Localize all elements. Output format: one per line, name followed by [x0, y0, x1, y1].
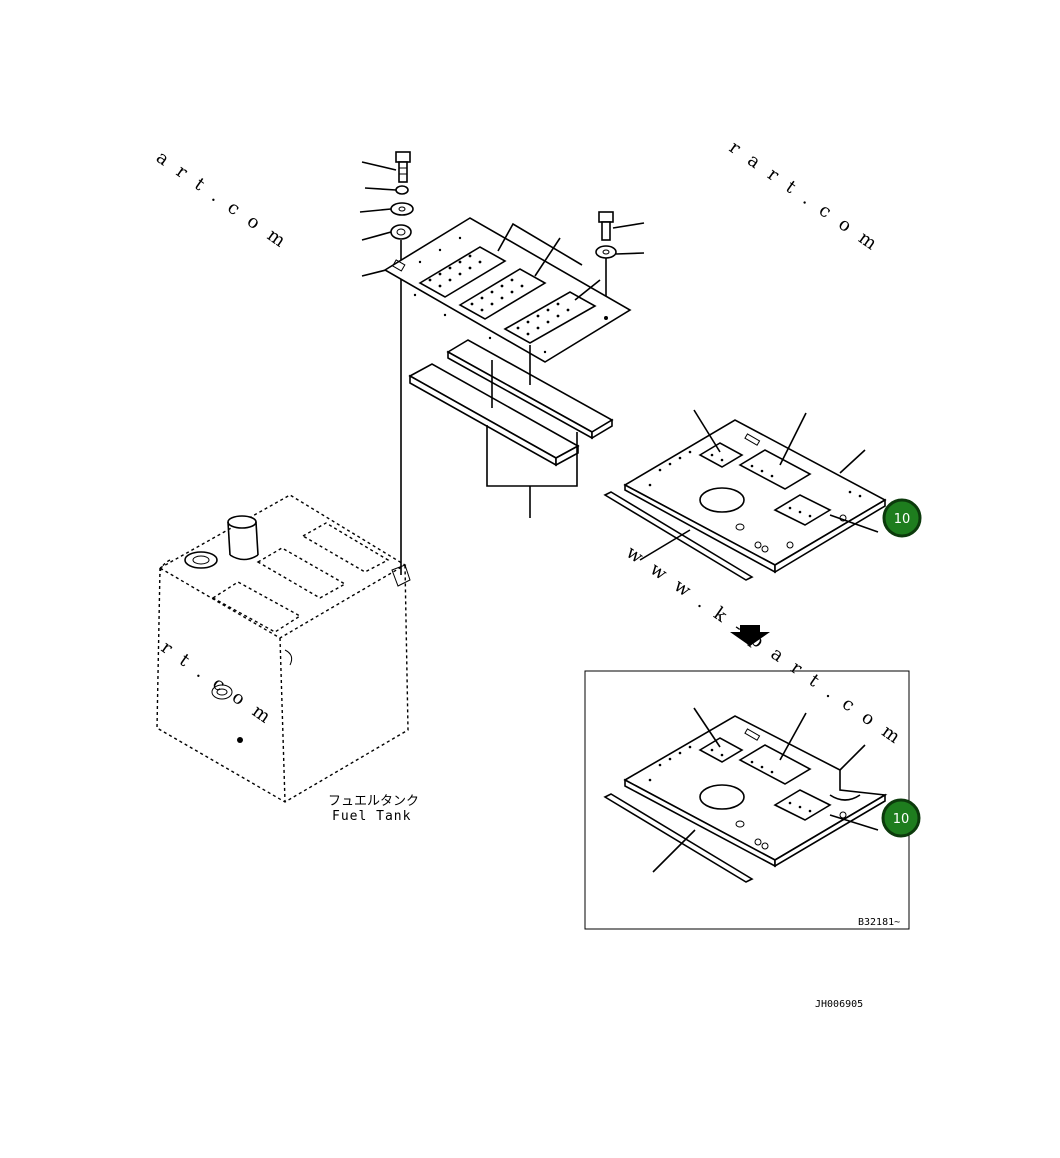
- cover-plate-top: [361, 217, 632, 363]
- washer-left: [359, 202, 414, 216]
- down-arrow-icon: [730, 625, 770, 646]
- rubber-strip-upper: [446, 339, 614, 440]
- bolt-right: [598, 211, 645, 241]
- strip-bracket: [486, 345, 578, 518]
- lock-washer-left: [364, 185, 409, 195]
- svg-text:r t . c o m: r t . c o m: [157, 637, 277, 730]
- spacer-left: [361, 224, 412, 241]
- part-callout-10-top[interactable]: 10: [882, 498, 922, 538]
- inset-code: B32181~: [858, 917, 900, 928]
- svg-text:w w w . k - p a r t . c o m: w w w . k - p a r t . c o m: [622, 542, 907, 750]
- drawing-code: JH006905: [815, 999, 863, 1010]
- svg-text:r a r t . c o m: r a r t . c o m: [725, 137, 884, 257]
- part-callout-10-inset[interactable]: 10: [881, 798, 921, 838]
- callout-number: 10: [893, 812, 910, 827]
- inset-frame: [584, 670, 910, 930]
- fuel-tank-label-en: Fuel Tank: [332, 809, 411, 824]
- rubber-strip-lower: [408, 363, 580, 467]
- fuel-tank-label-jp: フュエルタンク: [328, 794, 419, 809]
- washer-right: [595, 245, 645, 259]
- step-plate-inset: [603, 707, 888, 883]
- svg-text:a r t . c o m: a r t . c o m: [152, 147, 292, 254]
- fuel-tank: [156, 494, 411, 803]
- bolt-left: [361, 151, 411, 183]
- step-plate-assembly: [603, 409, 887, 581]
- callout-number: 10: [894, 512, 911, 527]
